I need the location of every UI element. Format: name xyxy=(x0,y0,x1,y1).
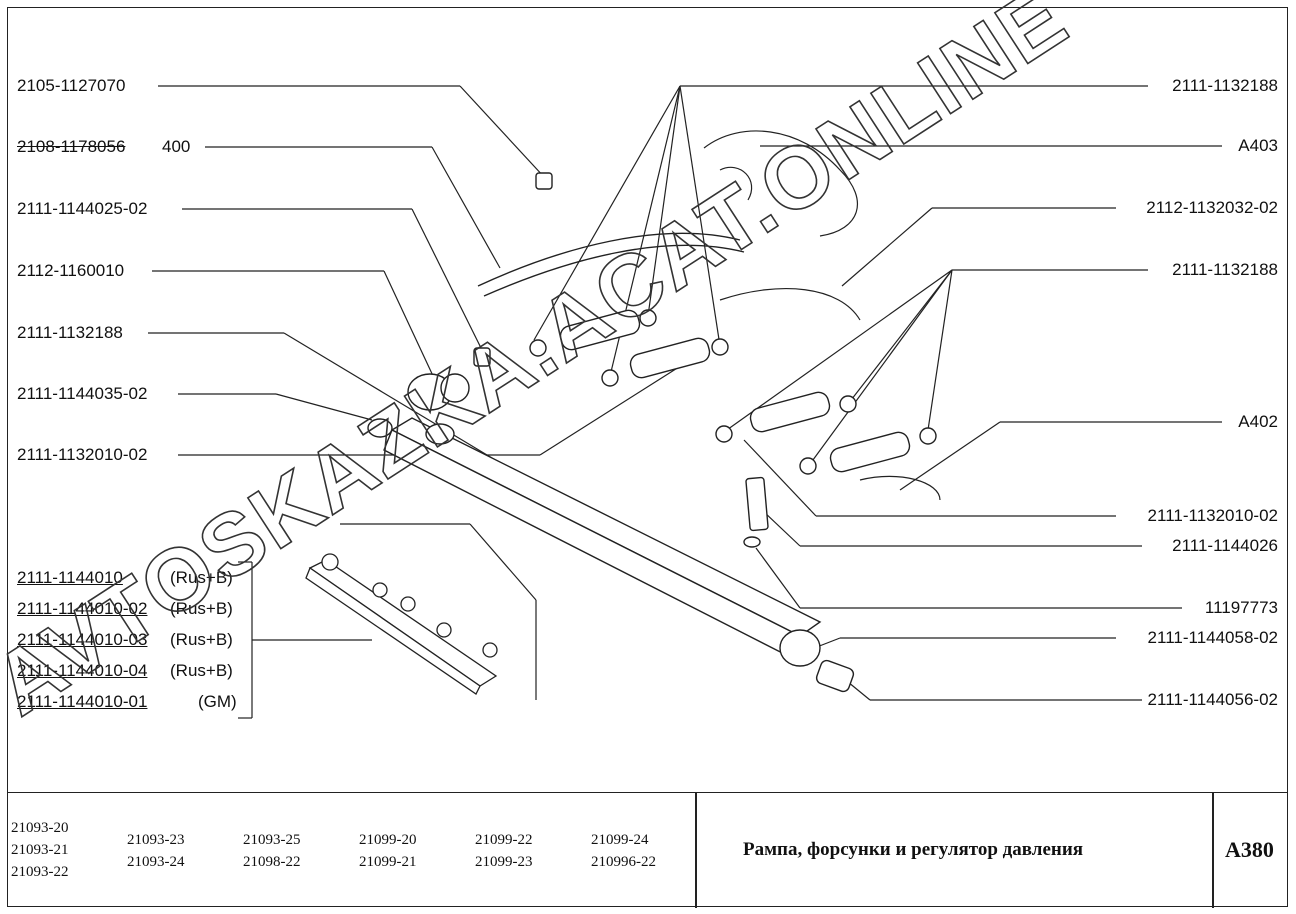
title-block: 21093-20 21093-21 21093-22 21093-23 2109… xyxy=(7,792,1288,908)
label-2111-1132188-left: 2111-1132188 xyxy=(17,323,123,342)
small-parts xyxy=(743,476,855,693)
injectors xyxy=(529,309,937,475)
fuel-rail xyxy=(367,417,822,667)
drawing-frame xyxy=(7,7,1288,907)
diagram-code: A380 xyxy=(1225,837,1274,862)
assembly-part-3: 2111-1144010-03 xyxy=(17,630,148,649)
assembly-note-2: (Rus+B) xyxy=(170,599,233,618)
model-code: 210996-22 xyxy=(591,854,656,870)
model-code: 21099-21 xyxy=(359,854,417,870)
assembly-note-5: (GM) xyxy=(198,692,237,711)
label-2111-1144035-02: 2111-1144035-02 xyxy=(17,384,148,403)
divider xyxy=(695,793,697,908)
model-code: 21093-20 xyxy=(11,820,69,836)
label-2112-1132032-02: 2112-1132032-02 xyxy=(1146,198,1278,217)
assembly-part-1: 2111-1144010 xyxy=(17,568,123,587)
divider xyxy=(1212,793,1214,908)
model-cell: 21093-20 21093-21 21093-22 xyxy=(11,817,69,883)
model-code: 21093-21 xyxy=(11,842,69,858)
assembly-part-5: 2111-1144010-01 xyxy=(17,692,148,711)
model-code: 21099-20 xyxy=(359,832,417,848)
label-2111-1132188-right: 2111-1132188 xyxy=(1172,260,1278,279)
label-2111-1144026: 2111-1144026 xyxy=(1172,536,1278,555)
label-2111-1132010-02-left: 2111-1132010-02 xyxy=(17,445,148,464)
assembly-part-4: 2111-1144010-04 xyxy=(17,661,148,680)
model-code: 21099-24 xyxy=(591,832,649,848)
label-a403: A403 xyxy=(1238,136,1278,155)
rail-assembly-inset xyxy=(305,553,498,695)
assembly-part-2: 2111-1144010-02 xyxy=(17,599,148,618)
model-cell: 21093-23 21093-24 xyxy=(127,829,185,873)
model-cell: 21099-24 210996-22 xyxy=(591,829,656,873)
model-code: 21099-22 xyxy=(475,832,533,848)
model-code: 21099-23 xyxy=(475,854,533,870)
label-2112-1160010: 2112-1160010 xyxy=(17,261,125,280)
label-2108-1178056: 2108-1178056 xyxy=(17,137,126,156)
diagram-title: Рампа, форсунки и регулятор давления xyxy=(743,839,1084,860)
vacuum-hose xyxy=(477,172,745,297)
assembly-note-3: (Rus+B) xyxy=(170,630,233,649)
label-a402: A402 xyxy=(1238,412,1278,431)
label-11197773: 11197773 xyxy=(1204,598,1278,617)
model-code: 21098-22 xyxy=(243,854,301,870)
label-2111-1144025-02: 2111-1144025-02 xyxy=(17,199,148,218)
model-cell: 21093-25 21098-22 xyxy=(243,829,301,873)
pressure-regulator xyxy=(407,347,491,411)
assembly-note-4: (Rus+B) xyxy=(170,661,233,680)
label-2111-1132010-02-right: 2111-1132010-02 xyxy=(1147,506,1278,525)
model-cell: 21099-22 21099-23 xyxy=(475,829,533,873)
assembly-note-1: (Rus+B) xyxy=(170,568,233,587)
model-code: 21093-23 xyxy=(127,832,185,848)
label-2105-1127070: 2105-1127070 xyxy=(17,76,126,95)
label-2111-1132188-top: 2111-1132188 xyxy=(1172,76,1278,95)
engine-sketch xyxy=(703,130,941,501)
model-cell: 21099-20 21099-21 xyxy=(359,829,417,873)
model-code: 21093-25 xyxy=(243,832,301,848)
model-code: 21093-24 xyxy=(127,854,185,870)
model-code: 21093-22 xyxy=(11,864,69,880)
label-2111-1144058-02: 2111-1144058-02 xyxy=(1147,628,1278,647)
label-400: 400 xyxy=(162,137,191,156)
label-2111-1144056-02: 2111-1144056-02 xyxy=(1147,690,1278,709)
